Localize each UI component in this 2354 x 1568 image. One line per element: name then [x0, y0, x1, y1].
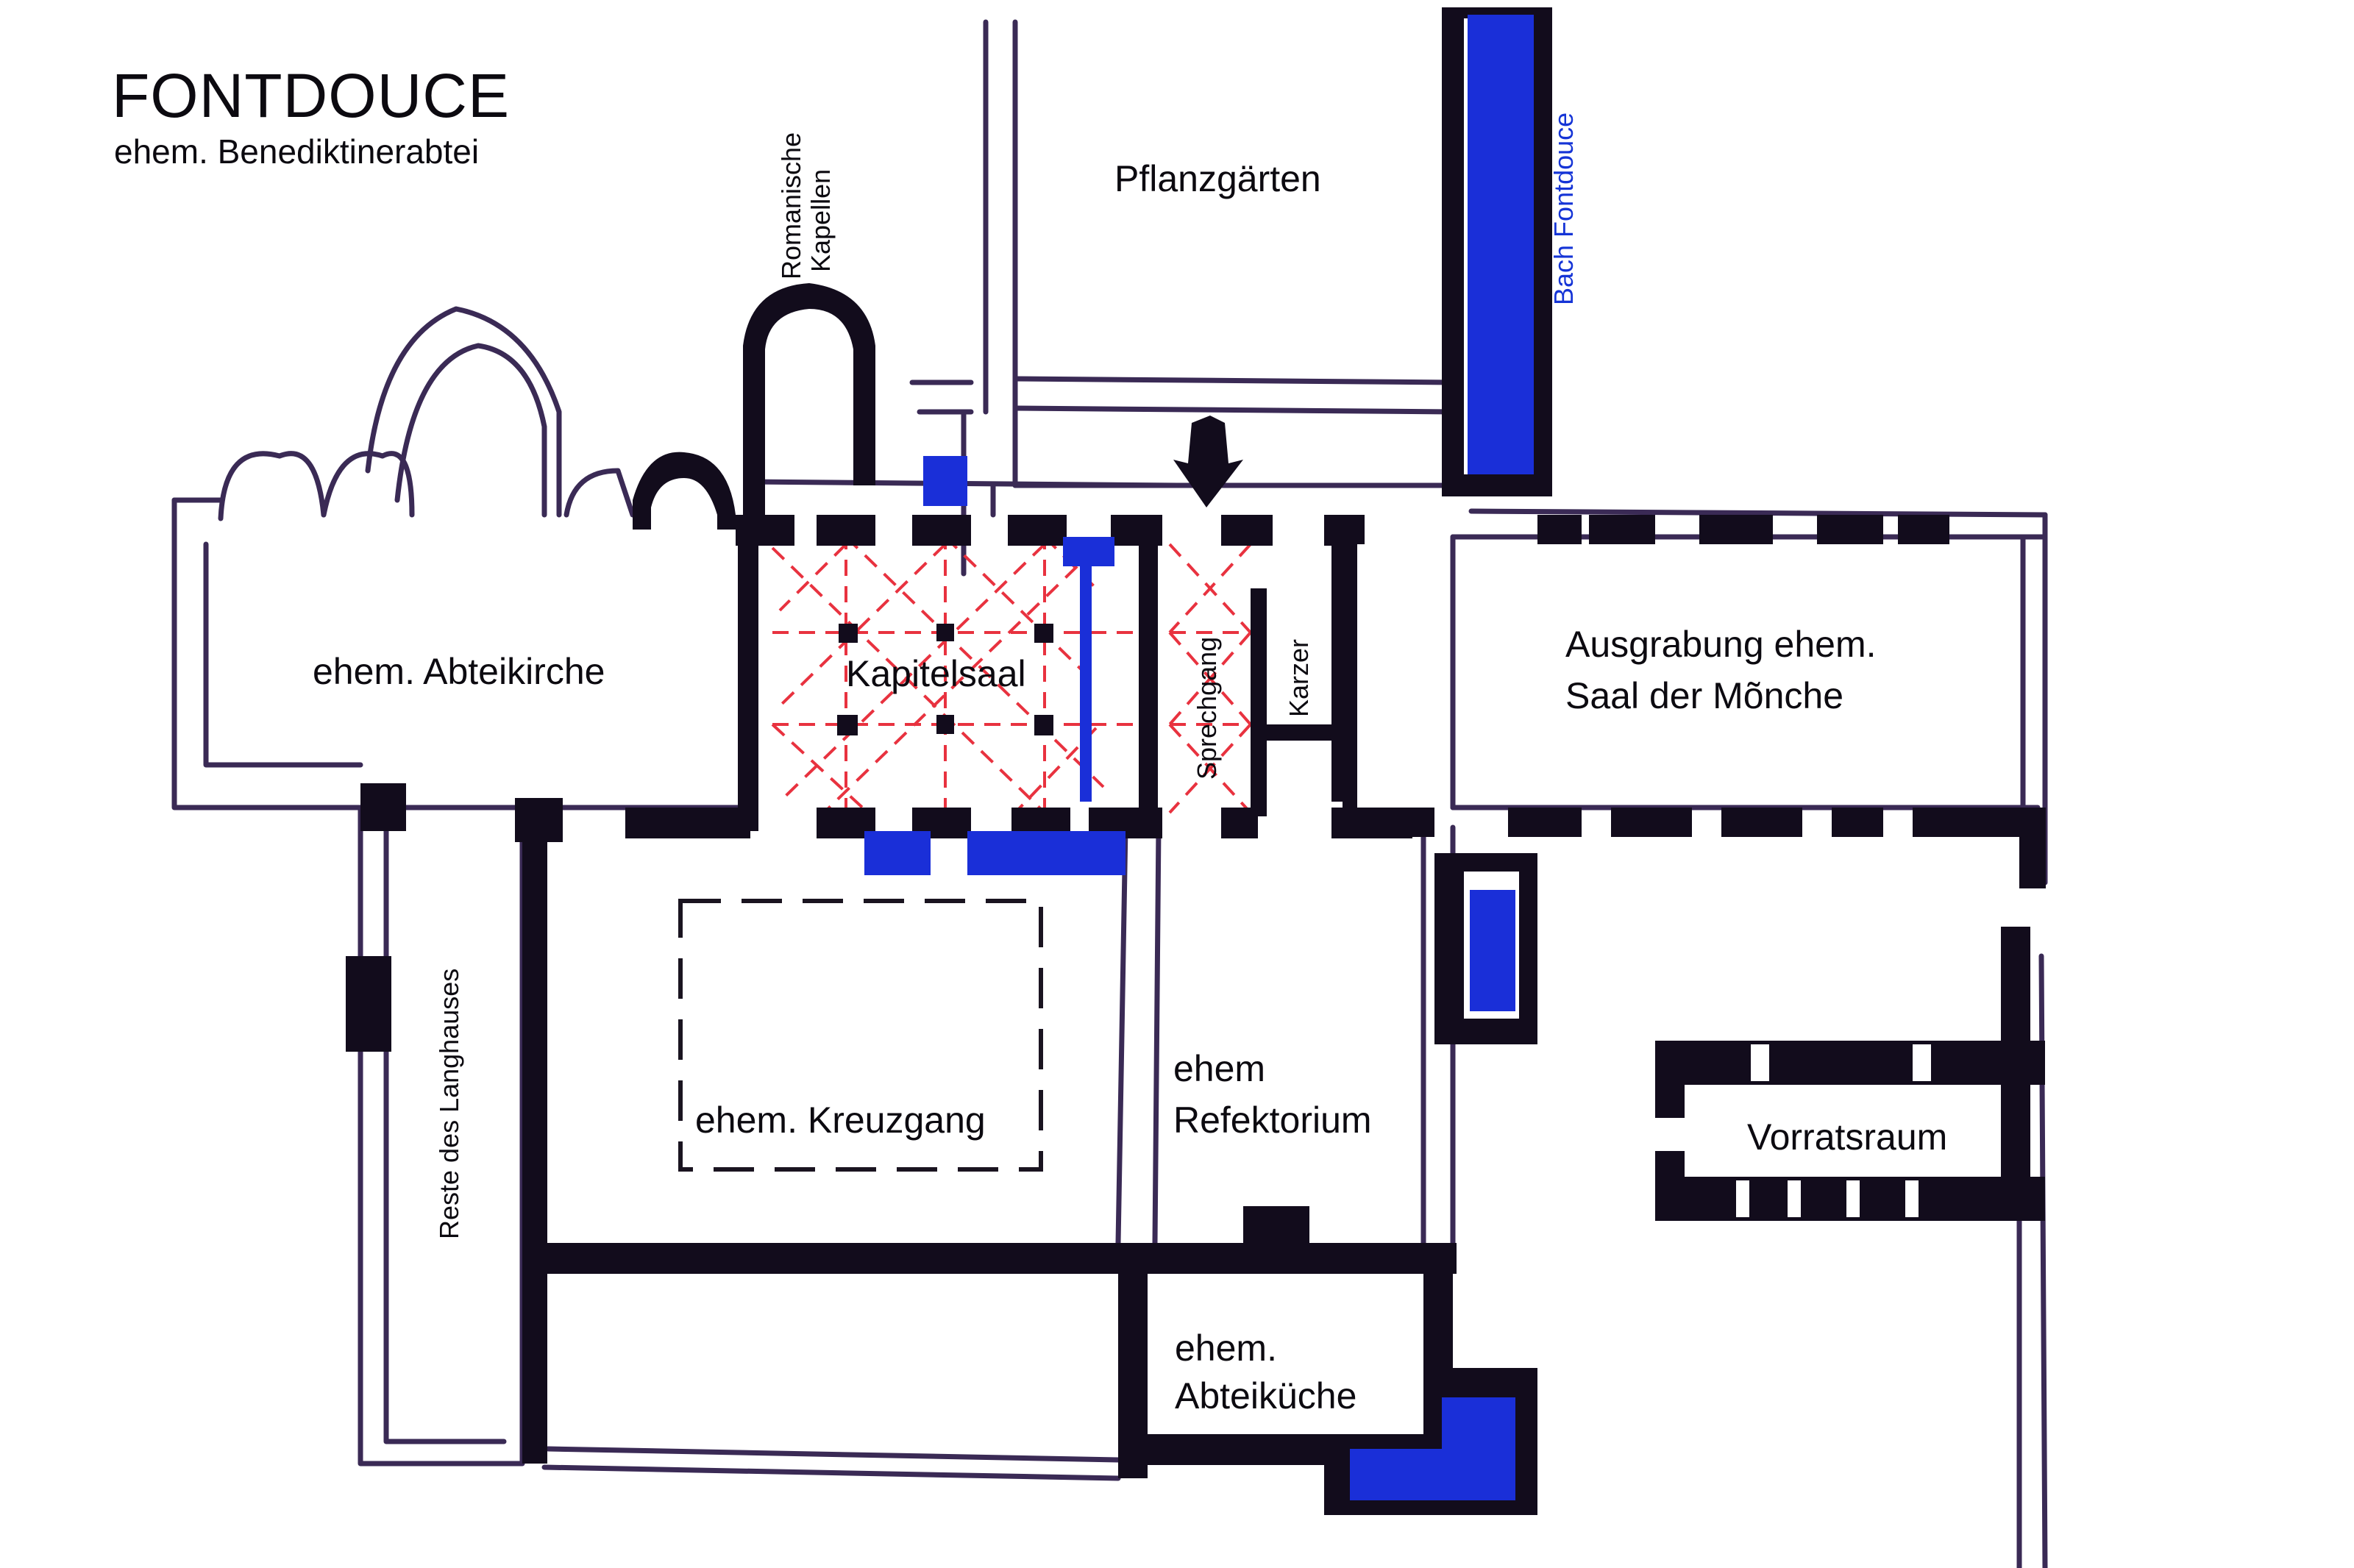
water-basins [864, 15, 1534, 1500]
label-bach-fontdouce: Bach Fontdouce [1548, 112, 1579, 305]
label-kreuzgang: ehem. Kreuzgang [695, 1100, 986, 1141]
label-refektorium-1: ehem [1173, 1048, 1266, 1089]
label-ausgrabung-1: Ausgrabung ehem. [1565, 624, 1877, 665]
label-ausgrabung-2: Saal der Mõnche [1565, 675, 1844, 716]
label-romanische: Romanische [776, 132, 806, 279]
label-sprechgang: Sprechgang [1192, 636, 1222, 780]
label-kapitelsaal: Kapitelsaal [846, 653, 1026, 694]
label-karzer: Karzer [1284, 638, 1314, 717]
label-vorratsraum: Vorratsraum [1747, 1116, 1948, 1158]
arrow-down-icon [1173, 416, 1243, 507]
label-abteikueche-1: ehem. [1175, 1328, 1277, 1369]
label-abteikueche-2: Abteiküche [1175, 1375, 1357, 1416]
page-subtitle: ehem. Benediktinerabtei [114, 132, 480, 171]
label-refektorium-2: Refektorium [1173, 1100, 1372, 1141]
label-pflanzgaerten: Pflanzgärten [1114, 158, 1321, 199]
label-abteikirche: ehem. Abteikirche [313, 651, 605, 692]
page-title: FONTDOUCE [112, 61, 510, 130]
label-kapellen: Kapellen [806, 168, 836, 272]
cloister-outline [678, 899, 1043, 1172]
label-reste-langhauses: Reste des Langhauses [434, 968, 464, 1239]
